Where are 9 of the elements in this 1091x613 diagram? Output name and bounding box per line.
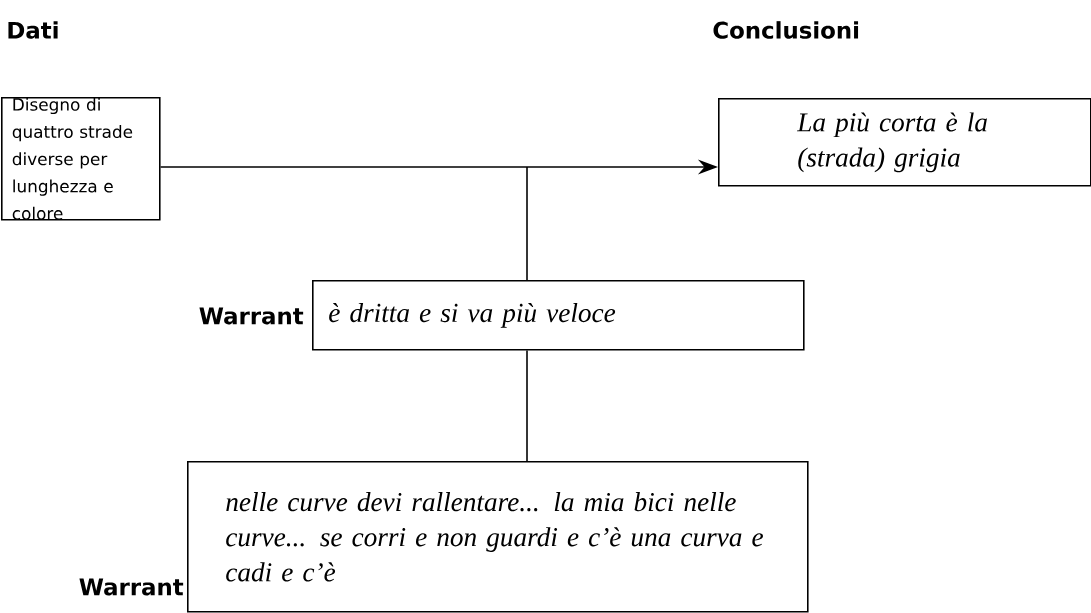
heading-label: Conclusioni (713, 21, 859, 39)
box-text: nelle curve devi rallentare... la mia bici nelle curve... se corri e non guardi e c’è una curva e cadi e c’è (226, 492, 763, 582)
connector-line (526, 349, 528, 462)
heading-label: Warrant (79, 578, 184, 596)
connector-line (526, 166, 528, 281)
box-text: La più corta è la (strada) grigia (796, 112, 987, 173)
heading-label: Warrant (199, 307, 304, 325)
heading-label: Dati (8, 21, 58, 39)
box-text: è dritta e si va più veloce (329, 302, 616, 328)
